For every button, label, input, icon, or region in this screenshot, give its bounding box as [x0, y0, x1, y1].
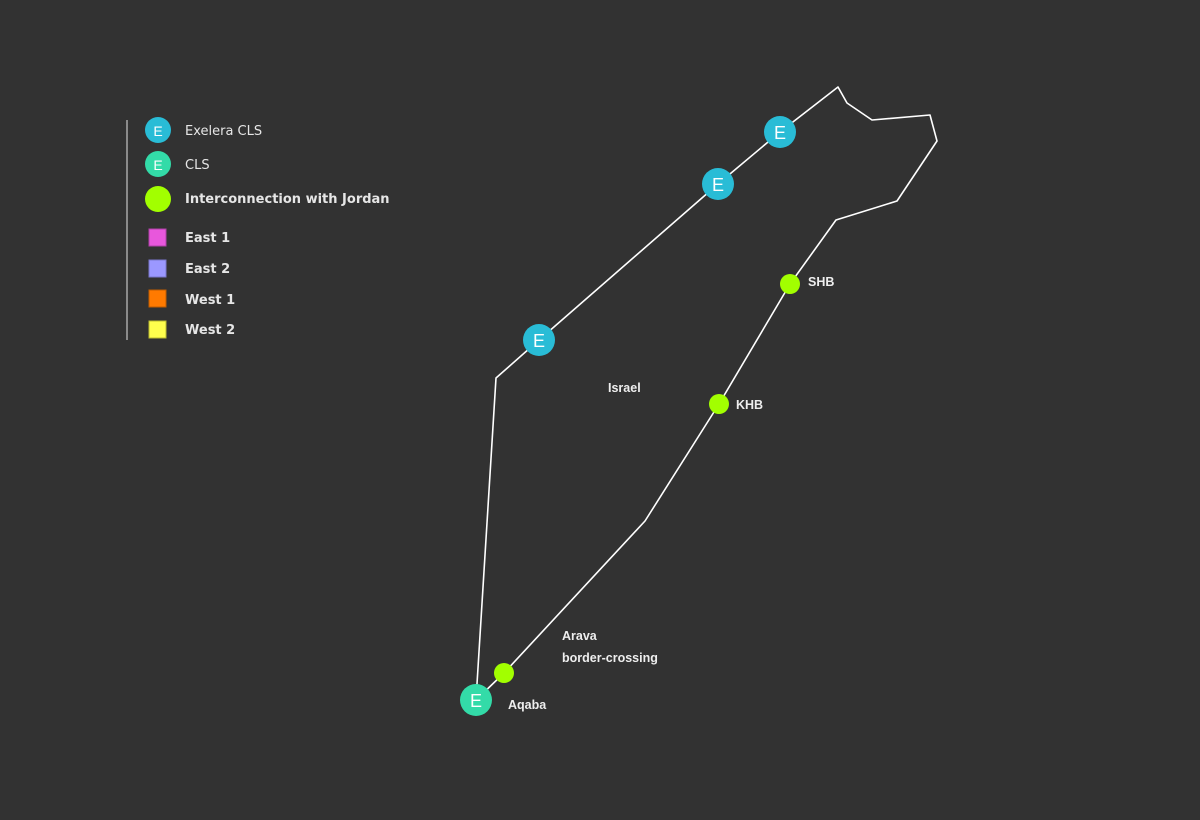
legend-letter: E	[153, 157, 162, 173]
label-aqaba: Aqaba	[508, 698, 547, 712]
marker-letter: E	[712, 175, 724, 195]
legend-item-interconnection: Interconnection with Jordan	[145, 186, 390, 212]
east-2-swatch-icon	[148, 259, 167, 278]
legend: E Exelera CLS E CLS Interconnection with…	[126, 117, 390, 340]
marker-letter: E	[774, 123, 786, 143]
legend-item-west-1: West 1	[148, 289, 235, 308]
label-arava: Arava	[562, 629, 598, 643]
exelera-cls-icon	[145, 117, 171, 143]
label-border-crossing: border-crossing	[562, 651, 658, 665]
exelera-cls-marker[interactable]: E	[702, 168, 734, 200]
legend-item-exelera-cls: E Exelera CLS	[145, 117, 262, 143]
east-1-swatch-icon	[148, 228, 167, 247]
legend-label: East 2	[185, 262, 230, 277]
marker-letter: E	[470, 691, 482, 711]
label-khb: KHB	[736, 398, 763, 412]
cls-marker-aqaba[interactable]: E	[460, 684, 492, 716]
interconnection-marker-arava[interactable]	[494, 663, 514, 683]
legend-label: East 1	[185, 231, 230, 246]
west-1-swatch-icon	[148, 289, 167, 308]
legend-label: Exelera CLS	[185, 124, 262, 139]
exelera-cls-marker[interactable]: E	[523, 324, 555, 356]
legend-label: CLS	[185, 158, 210, 173]
legend-item-west-2: West 2	[148, 320, 235, 339]
interconnection-icon	[145, 186, 171, 212]
west-2-swatch-icon	[148, 320, 167, 339]
exelera-cls-marker[interactable]: E	[764, 116, 796, 148]
interconnection-marker-khb[interactable]	[709, 394, 729, 414]
interconnection-marker-shb[interactable]	[780, 274, 800, 294]
israel-outline	[475, 86, 938, 701]
legend-item-east-1: East 1	[148, 228, 230, 247]
legend-label: West 2	[185, 323, 235, 338]
legend-label: Interconnection with Jordan	[185, 192, 390, 207]
legend-letter: E	[153, 123, 162, 139]
label-shb: SHB	[808, 275, 834, 289]
marker-letter: E	[533, 331, 545, 351]
cls-icon	[145, 151, 171, 177]
legend-item-cls: E CLS	[145, 151, 210, 177]
legend-label: West 1	[185, 293, 235, 308]
legend-item-east-2: East 2	[148, 259, 230, 278]
region-label-israel: Israel	[608, 381, 641, 395]
